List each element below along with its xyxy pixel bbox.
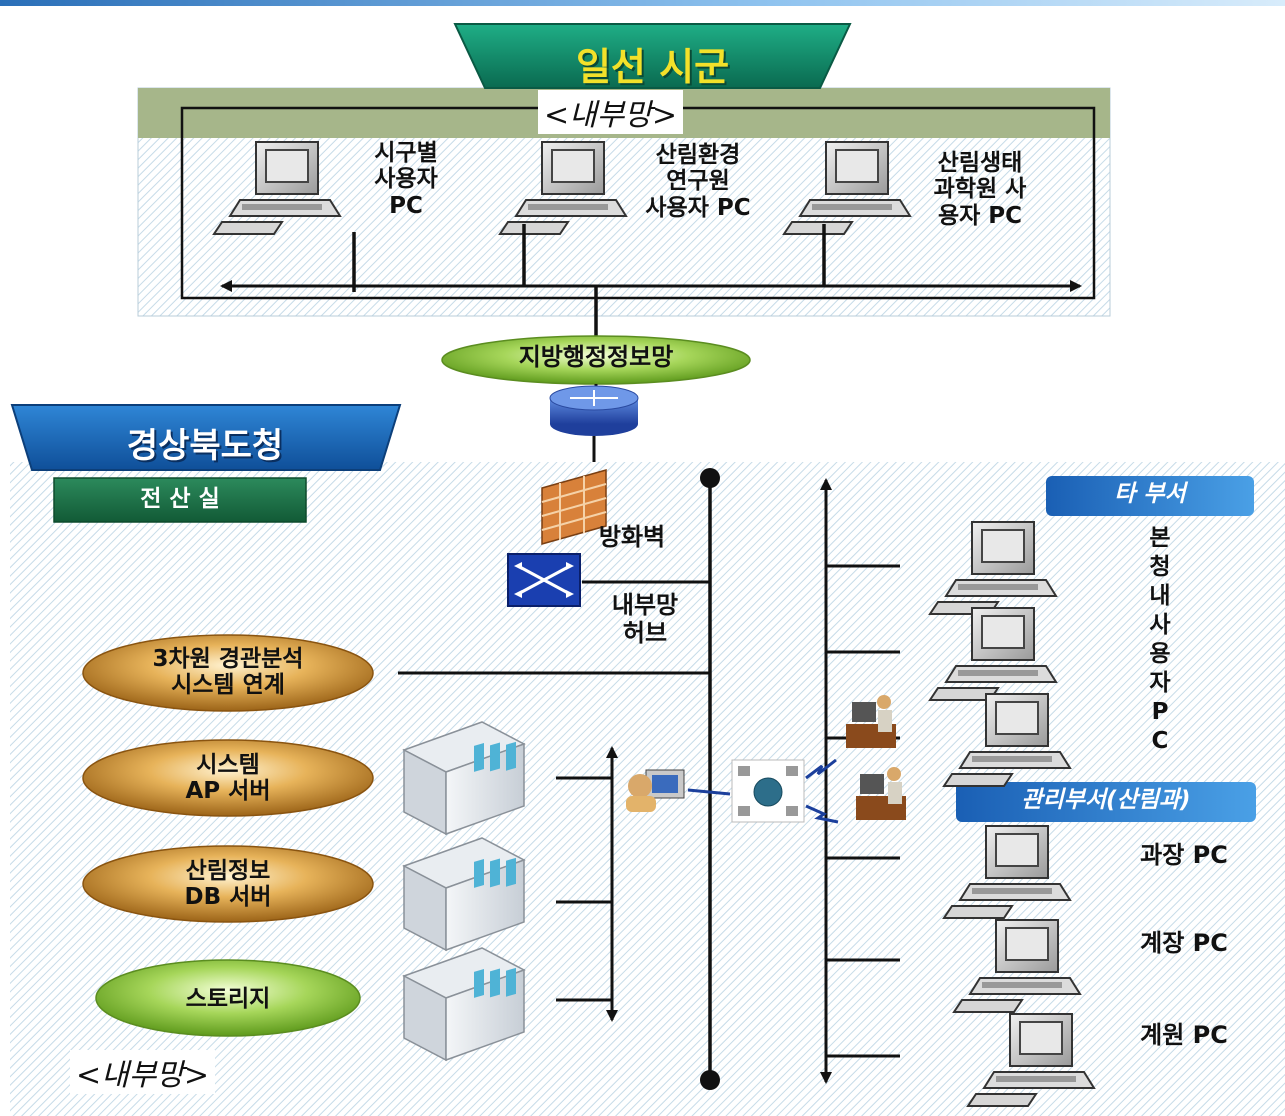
desk-user-icon-lower [856,767,906,820]
system-label-landscape: 3차원 경관분석 시스템 연계 [152,646,304,699]
other-dept-header-label: 타 부서 [1114,481,1186,507]
operator-user-icon [626,769,685,812]
mgmt-dept-header-box [956,782,1256,822]
network-globe-icon [731,759,805,823]
mgmt-dept-header-label: 관리부서(산림과) [1021,787,1191,813]
hub-switch-icon [507,553,581,607]
regional-pc-label-1: 시구별 사용자 PC [374,140,438,219]
server-room-label: 전 산 실 [140,486,220,512]
regional-pc-label-2: 산림환경 연구원 사용자 PC [645,142,751,221]
mgmt-pc-label-2: 계장 PC [1140,929,1228,957]
desk-user-icon-upper [846,695,896,748]
hub-label: 내부망 허브 [611,591,679,647]
mgmt-pc-label-3: 계원 PC [1140,1021,1228,1049]
mgmt-pc-label-1: 과장 PC [1140,841,1228,869]
storage-pill [95,959,361,1037]
firewall-label: 방화벽 [598,523,666,551]
other-dept-header-box [1046,476,1254,516]
top-border-bar [0,0,1285,6]
system-label-db-server: 산림정보 DB 서버 [184,858,272,911]
regional-header-banner [453,23,852,89]
db-server-pill [82,845,374,923]
operator-link [687,788,731,796]
bottom-internal-net-tag: <내부망> [70,1050,216,1094]
regional-internal-net-tag: <내부망> [538,90,684,134]
backbone-bottom-node [700,1070,720,1090]
backbone-top-node [700,468,720,488]
regional-header-title: 일선 시군 [575,45,730,89]
router-icon [549,385,639,436]
system-label-storage: 스토리지 [185,986,271,1012]
wireless-bolt-upper [805,758,837,780]
regional-pc-label-3: 산림생태 과학원 사 용자 PC [933,150,1027,229]
wireless-bolt-lower [805,804,839,824]
landscape-pill [82,634,374,712]
other-dept-users-label: 본 청 내 사 용 자 P C [1149,525,1171,754]
province-header-banner [10,404,402,471]
ap-server-pill [82,739,374,817]
server-room-box [53,477,307,523]
province-header-title: 경상북도청 [126,426,284,466]
system-label-ap-server: 시스템 AP 서버 [185,752,271,805]
wan-label: 지방행정정보망 [518,343,674,371]
firewall-icon [541,469,607,545]
